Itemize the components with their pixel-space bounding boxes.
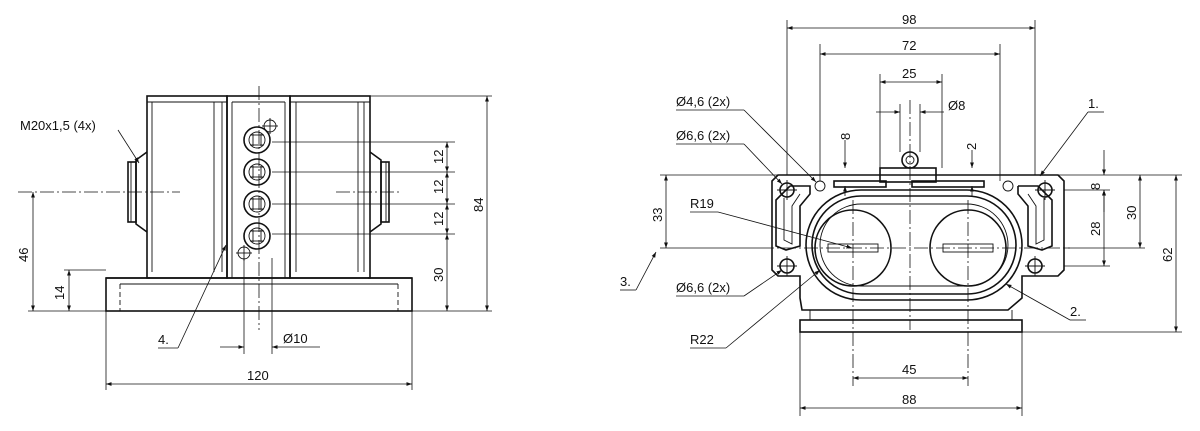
bracket-right	[1017, 185, 1053, 251]
dim-72: 72	[902, 38, 916, 53]
hole-66-lower-label: Ø6,6 (2x)	[676, 280, 730, 295]
hole-46-label: Ø4,6 (2x)	[676, 94, 730, 109]
dim-pitch-2: 12	[431, 180, 446, 194]
callout-3: 3.	[620, 274, 631, 289]
connector-panel	[226, 95, 291, 279]
hole-66-upper-label: Ø6,6 (2x)	[676, 128, 730, 143]
front-view: 12 12 12 30 84 46 14 120 Ø10 4. M20x1,5 …	[16, 86, 492, 390]
callout-1: 1.	[1088, 96, 1099, 111]
dim-25: 25	[902, 66, 916, 81]
callout-4: 4.	[158, 332, 169, 347]
radius-19-label: R19	[690, 196, 714, 211]
dim-45: 45	[902, 362, 916, 377]
dim-pitch-1: 12	[431, 150, 446, 164]
dim-30-top: 30	[1124, 206, 1139, 220]
housing-left-block	[146, 95, 228, 279]
dim-33: 33	[650, 208, 665, 222]
dim-pitch-3: 12	[431, 212, 446, 226]
top-view: 98 72 25 Ø8 8 2 Ø4,6 (2x) Ø6,6 (2x) R19	[620, 12, 1182, 416]
callout-2: 2.	[1070, 304, 1081, 319]
bracket-left	[775, 185, 811, 251]
dim-46: 46	[16, 248, 31, 262]
dim-2: 2	[964, 143, 979, 150]
dim-28: 28	[1088, 222, 1103, 236]
seal-outer	[805, 189, 1023, 301]
dim-dia10: Ø10	[283, 331, 308, 346]
dim-120: 120	[247, 368, 269, 383]
top-flange	[771, 174, 1065, 311]
radius-22-label: R22	[690, 332, 714, 347]
dim-30-front: 30	[431, 268, 446, 282]
terminal-stack	[236, 118, 278, 261]
thread-label: M20x1,5 (4x)	[20, 118, 96, 133]
holes	[777, 180, 1055, 276]
dim-88: 88	[902, 392, 916, 407]
bottom-strip	[799, 319, 1023, 333]
dim-98: 98	[902, 12, 916, 27]
dim-8-left: 8	[838, 133, 853, 140]
dim-dia8: Ø8	[948, 98, 965, 113]
dim-84: 84	[471, 198, 486, 212]
dim-8-right: 8	[1088, 183, 1103, 190]
dim-14: 14	[52, 286, 67, 300]
dim-62: 62	[1160, 248, 1175, 262]
